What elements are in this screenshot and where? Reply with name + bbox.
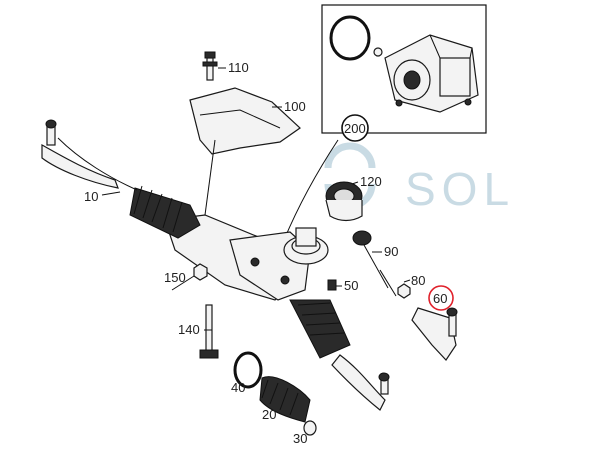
pinion-seal-120	[325, 181, 363, 222]
left-tie-rod	[57, 137, 138, 191]
callout-100: 100	[284, 99, 306, 114]
sol-watermark: SOL	[324, 142, 515, 215]
callout-20: 20	[262, 407, 276, 422]
vent-plug-50	[327, 279, 337, 291]
clamp-30	[303, 420, 317, 436]
callout-30: 30	[293, 431, 307, 446]
callout-10: 10	[84, 189, 98, 204]
callout-110: 110	[228, 60, 249, 75]
tie-rod-end-60	[411, 307, 458, 361]
leader-200	[283, 139, 339, 241]
circle-200	[341, 114, 369, 142]
bellows-20	[259, 376, 311, 423]
clamp-ring-40	[233, 351, 263, 389]
left-bellows-boot	[129, 185, 201, 239]
callout-50: 50	[344, 278, 358, 293]
callout-40: 40	[231, 380, 245, 395]
steering-rack-housing	[164, 139, 329, 301]
brand-text: SOL	[405, 163, 515, 215]
callout-120: 120	[360, 174, 382, 189]
left-tie-rod-end	[41, 119, 119, 189]
callout-60: 60	[433, 291, 447, 306]
right-bellows-boot	[289, 299, 351, 359]
nut-80-icon	[397, 283, 411, 299]
callout-90: 90	[384, 244, 398, 259]
electric-motor-icon	[384, 34, 479, 113]
bolt-140-icon	[199, 304, 219, 359]
right-tie-rod-end	[331, 354, 390, 411]
callout-200: 200	[344, 121, 366, 136]
seal-ring-inset	[329, 15, 371, 61]
motor-unit-inset	[321, 4, 487, 134]
callout-80: 80	[411, 273, 425, 288]
callout-140: 140	[178, 322, 200, 337]
small-bolt-inset	[373, 47, 383, 57]
inner-tie-rod-90	[352, 230, 397, 297]
bolt-110-icon	[202, 51, 218, 81]
nut-150-icon	[171, 263, 208, 291]
heat-shield-cover	[189, 87, 301, 155]
highlight-circle-60	[428, 285, 454, 311]
callout-leaders	[101, 67, 411, 331]
callout-150: 150	[164, 270, 186, 285]
